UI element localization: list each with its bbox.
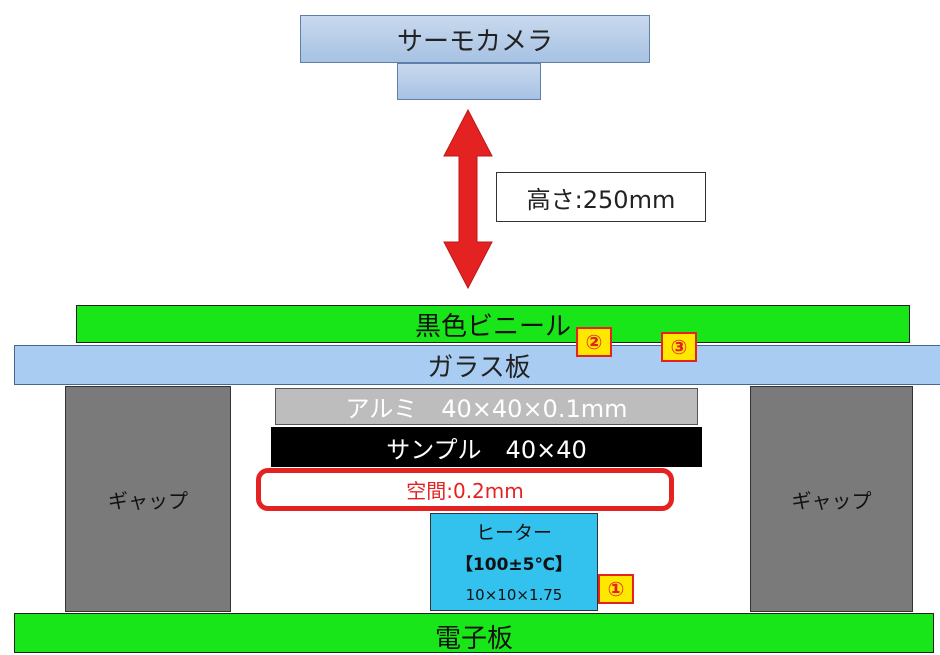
marker-2-label: ② xyxy=(585,330,603,354)
marker-3-label: ③ xyxy=(670,335,688,359)
black-vinyl-layer: 黒色ビニール xyxy=(76,305,910,343)
gap-spacer-left: ギャップ xyxy=(65,386,231,612)
heater-temperature: 【100±5℃】 xyxy=(455,555,573,575)
thermal-camera-lens xyxy=(397,63,541,100)
aluminum-layer: アルミ 40×40×0.1mm xyxy=(275,388,698,425)
sample-label: サンプル 40×40 xyxy=(386,435,587,464)
black-vinyl-label: 黒色ビニール xyxy=(414,311,571,342)
circuit-board-layer: 電子板 xyxy=(14,613,934,654)
double-headed-vertical-arrow-icon xyxy=(443,108,493,290)
thermal-camera-label: サーモカメラ xyxy=(396,26,553,57)
aluminum-label: アルミ 40×40×0.1mm xyxy=(345,395,628,423)
measurement-point-1-marker: ① xyxy=(598,574,634,604)
thermal-camera-body: サーモカメラ xyxy=(300,15,650,63)
height-label-text: 高さ:250mm xyxy=(526,185,676,214)
measurement-point-3-marker: ③ xyxy=(661,332,697,362)
gap-left-label: ギャップ xyxy=(108,488,188,513)
sample-layer: サンプル 40×40 xyxy=(271,427,702,467)
glass-plate-label: ガラス板 xyxy=(427,352,531,383)
gap-spacer-right: ギャップ xyxy=(750,386,913,612)
marker-1-label: ① xyxy=(607,577,625,601)
heater-size: 10×10×1.75 xyxy=(465,586,563,604)
heater-title: ヒーター xyxy=(475,522,552,544)
air-gap-layer: 空間:0.2mm xyxy=(256,468,674,511)
heater-block: ヒーター 【100±5℃】 10×10×1.75 xyxy=(430,513,598,611)
circuit-board-label: 電子板 xyxy=(434,624,513,654)
air-gap-label: 空間:0.2mm xyxy=(406,479,524,503)
gap-right-label: ギャップ xyxy=(791,488,872,513)
glass-plate-layer: ガラス板 xyxy=(14,345,940,385)
height-label: 高さ:250mm xyxy=(496,172,706,222)
measurement-point-2-marker: ② xyxy=(576,327,612,357)
